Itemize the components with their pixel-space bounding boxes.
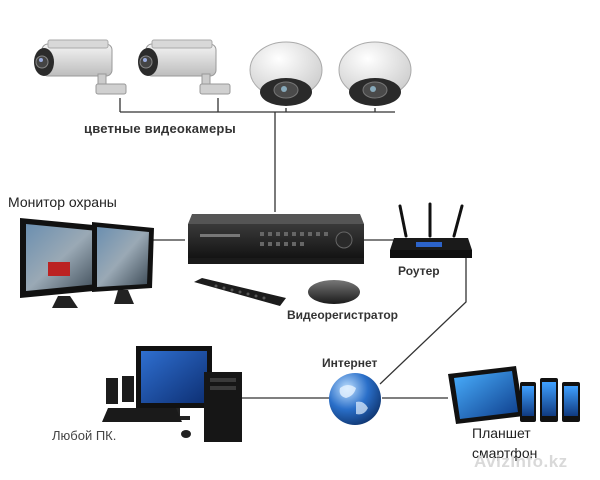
dvr-icon — [188, 214, 364, 264]
watermark: AvizInfo.kz — [474, 452, 568, 471]
desktop-pc-icon — [102, 346, 242, 442]
mouse-icon — [308, 280, 360, 304]
globe-icon — [329, 373, 381, 425]
smartphone-label: смартфон — [472, 445, 538, 461]
tablet-icon — [448, 366, 524, 424]
pc-label: Любой ПК. — [52, 428, 117, 443]
bullet-camera-icon — [138, 39, 231, 95]
router-icon — [390, 202, 472, 258]
smartphone-icon — [520, 378, 580, 422]
dome-camera-icon — [338, 41, 412, 106]
monitor-icon — [20, 218, 154, 308]
tablet-label: Планшет — [472, 425, 531, 441]
router-label: Роутер — [398, 264, 440, 278]
bullet-camera-icon — [34, 39, 127, 95]
monitor-label: Монитор охраны — [8, 194, 117, 210]
remote-icon — [194, 278, 286, 306]
internet-label: Интернет — [322, 356, 378, 370]
router-to-internet-line — [379, 258, 467, 385]
dome-camera-icon — [249, 41, 323, 106]
dvr-label: Видеорегистратор — [287, 308, 398, 322]
cameras-label: цветные видеокамеры — [84, 121, 236, 136]
